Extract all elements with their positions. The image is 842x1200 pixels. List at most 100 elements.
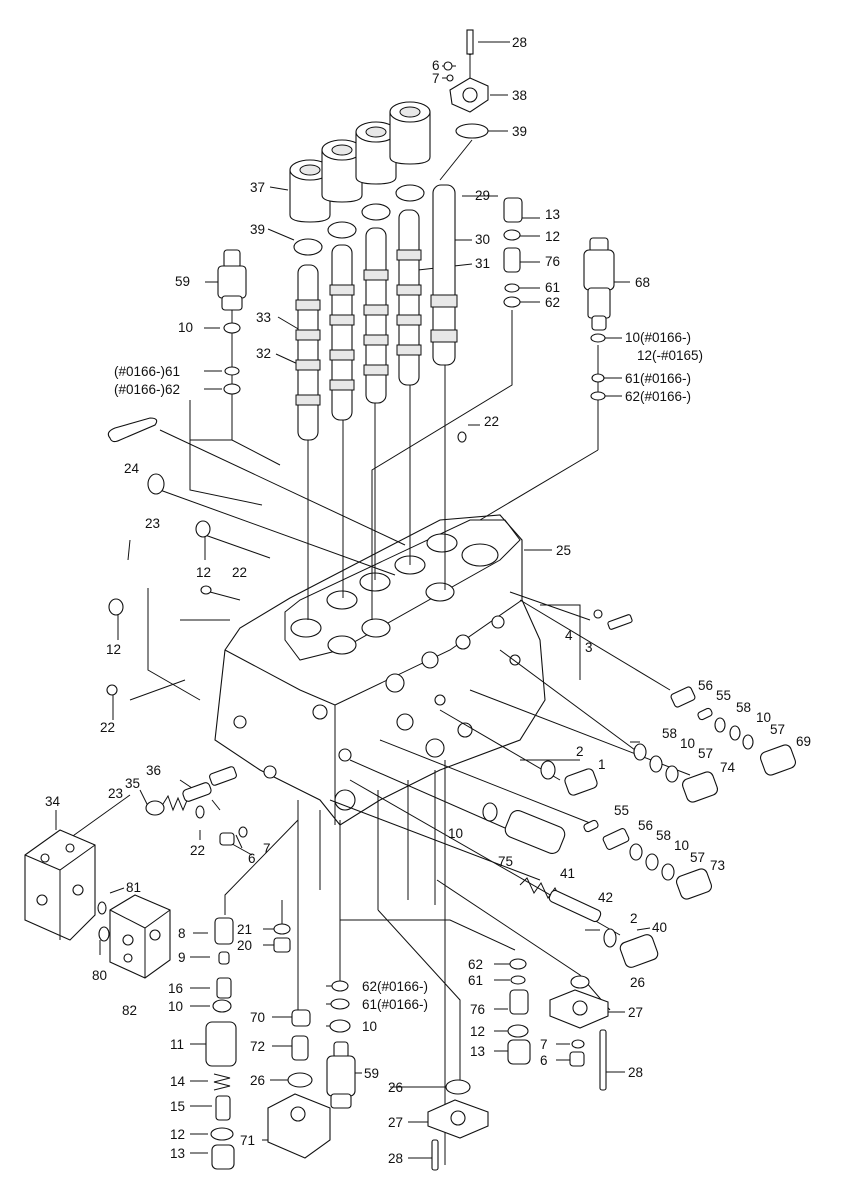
callout: 12 xyxy=(470,1024,485,1039)
callout: 76 xyxy=(545,254,560,269)
valve-body xyxy=(214,514,546,826)
valve-74 xyxy=(682,771,718,803)
callout: 3 xyxy=(585,640,593,655)
callout: 57 xyxy=(690,850,705,865)
callout: 12 xyxy=(545,229,560,244)
spring-14 xyxy=(213,1073,231,1091)
callout: 40 xyxy=(652,920,667,935)
callout: 12 xyxy=(106,642,121,657)
cover-71 xyxy=(267,1093,331,1159)
valve-59-top xyxy=(106,249,467,696)
callout: 32 xyxy=(256,346,271,361)
callout: 26 xyxy=(630,975,645,990)
spool-30 xyxy=(396,209,422,386)
callout: 72 xyxy=(250,1039,265,1054)
callout: 4 xyxy=(565,628,573,643)
callout: 28 xyxy=(628,1065,643,1080)
callout: 74 xyxy=(720,760,736,775)
callout: 10 xyxy=(362,1019,377,1034)
callout: 30 xyxy=(475,232,490,247)
callout: 62(#0166-) xyxy=(625,389,691,404)
callout: 10 xyxy=(448,826,463,841)
callout: 10 xyxy=(756,710,771,725)
callout: 58 xyxy=(736,700,751,715)
callout: 9 xyxy=(178,950,186,965)
cap-4 xyxy=(389,101,431,165)
spool-31 xyxy=(363,227,389,404)
callout: 12(-#0165) xyxy=(637,348,703,363)
callout: 13 xyxy=(170,1146,185,1161)
callout: 26 xyxy=(250,1073,265,1088)
callout: 80 xyxy=(92,968,107,983)
callout: 42 xyxy=(598,890,613,905)
cap-1 xyxy=(289,159,331,223)
spring-35 xyxy=(162,794,189,812)
callout: 33 xyxy=(256,310,271,325)
callout: 35 xyxy=(125,776,140,791)
callout: 61 xyxy=(468,973,483,988)
callout: 2 xyxy=(630,911,638,926)
callout: 29 xyxy=(475,188,490,203)
side-fittings xyxy=(482,609,796,968)
callout: 23 xyxy=(145,516,160,531)
cover-27-right xyxy=(549,989,609,1029)
callout: 24 xyxy=(124,461,140,476)
callout: 21 xyxy=(237,922,252,937)
callout: 11 xyxy=(170,1037,184,1052)
callout: 10 xyxy=(674,838,689,853)
spool-29 xyxy=(430,184,458,366)
callout: 2 xyxy=(576,744,584,759)
callout: 7 xyxy=(540,1037,548,1052)
callout: 10 xyxy=(168,999,183,1014)
callout: 1 xyxy=(598,757,606,772)
callout: 23 xyxy=(108,786,123,801)
callout: 68 xyxy=(635,275,650,290)
callout: 70 xyxy=(250,1010,265,1025)
callout: 58 xyxy=(662,726,677,741)
callout: 55 xyxy=(716,688,731,703)
callout: 28 xyxy=(388,1151,403,1166)
leader-lines xyxy=(55,40,691,1165)
solenoid-caps xyxy=(289,29,489,256)
bottom-left-stack xyxy=(205,917,356,1170)
callout: 59 xyxy=(175,274,190,289)
callout: 62 xyxy=(468,957,483,972)
valve-75 xyxy=(504,810,566,854)
callout: 55 xyxy=(614,803,629,818)
callout: 16 xyxy=(168,981,183,996)
callout: 81 xyxy=(126,880,141,895)
spool-32 xyxy=(329,244,355,421)
callout: (#0166-)62 xyxy=(114,382,180,397)
callout: 56 xyxy=(698,678,713,693)
callout: 27 xyxy=(388,1115,403,1130)
callout: 58 xyxy=(656,828,671,843)
callout: 25 xyxy=(556,543,571,558)
callout: 36 xyxy=(146,763,161,778)
callout: 10(#0166-) xyxy=(625,330,691,345)
callout: 6 xyxy=(540,1053,548,1068)
callout: 61 xyxy=(545,280,560,295)
callout: 57 xyxy=(698,746,713,761)
callout: 62 xyxy=(545,295,560,310)
callout: 20 xyxy=(237,938,252,953)
callout: 22 xyxy=(100,720,115,735)
callout-labels: 28 6 7 38 39 37 29 13 39 12 30 76 31 59 … xyxy=(45,35,811,1166)
plug-56-lower xyxy=(602,828,630,850)
callout: 56 xyxy=(638,818,653,833)
callout: 39 xyxy=(512,124,527,139)
spool-33 xyxy=(295,264,321,441)
callout: 12 xyxy=(196,565,211,580)
callout: 61(#0166-) xyxy=(625,371,691,386)
callout: 13 xyxy=(545,207,560,222)
callout: 38 xyxy=(512,88,527,103)
callout: 34 xyxy=(45,794,61,809)
callout: 41 xyxy=(560,866,575,881)
callout: 82 xyxy=(122,1003,137,1018)
callout: 13 xyxy=(470,1044,485,1059)
gasket-24 xyxy=(107,417,158,443)
callout: 59 xyxy=(364,1066,379,1081)
callout: 71 xyxy=(240,1133,255,1148)
plug-40 xyxy=(619,934,659,968)
